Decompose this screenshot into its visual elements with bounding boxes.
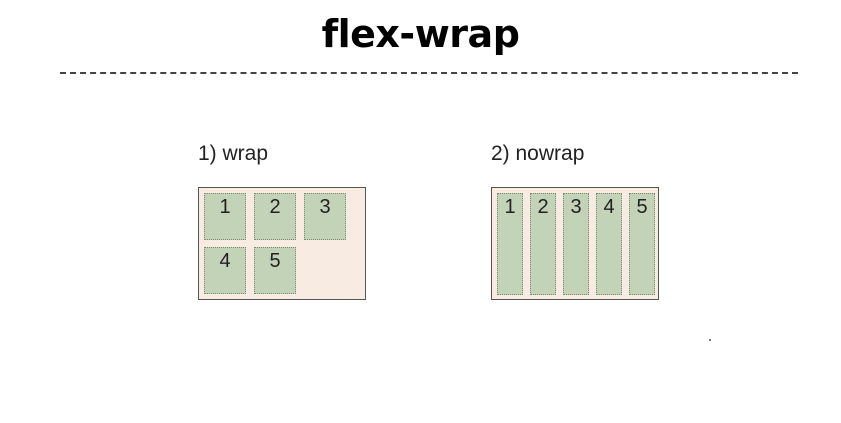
wrap-item-4: 4 — [204, 247, 246, 294]
nowrap-item-2: 2 — [530, 193, 556, 295]
wrap-example-label: 1) wrap — [198, 142, 269, 165]
nowrap-item-1: 1 — [497, 193, 523, 295]
wrap-item-5: 5 — [254, 247, 296, 294]
nowrap-item-4: 4 — [596, 193, 622, 295]
nowrap-item-5: 5 — [629, 193, 655, 295]
page-title: flex-wrap — [321, 12, 520, 56]
wrap-item-2: 2 — [254, 193, 296, 240]
wrap-item-1: 1 — [204, 193, 246, 240]
nowrap-example-label: 2) nowrap — [491, 142, 585, 165]
dashed-divider — [60, 72, 798, 74]
nowrap-container: 1 2 3 4 5 — [491, 187, 659, 300]
stray-mark — [709, 339, 711, 341]
wrap-container: 1 2 3 4 5 — [198, 187, 366, 300]
nowrap-item-3: 3 — [563, 193, 589, 295]
wrap-item-3: 3 — [304, 193, 346, 240]
